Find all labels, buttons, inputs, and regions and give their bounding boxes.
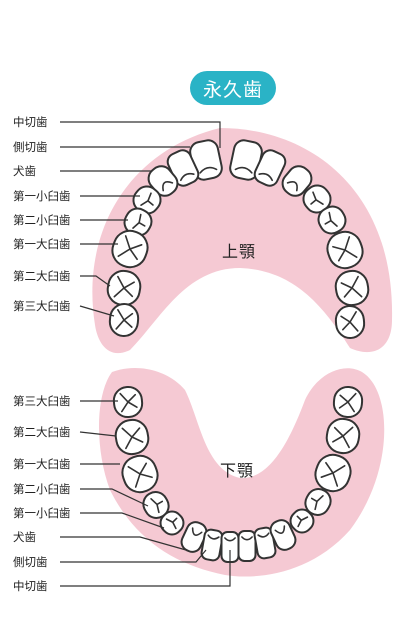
lower-tooth-canine-2 <box>269 519 297 551</box>
lower-tooth-second-molar-1 <box>114 418 150 456</box>
lower-label-first-premolar: 第一小臼歯 <box>13 506 71 520</box>
upper-label-second-premolar: 第二小臼歯 <box>13 213 71 227</box>
upper-tooth-first-molar-1 <box>111 229 149 269</box>
title-badge: 永久歯 <box>190 71 276 105</box>
leader-line-10 <box>79 431 117 437</box>
upper-tooth-second-molar-2 <box>334 269 370 307</box>
upper-jaw-label: 上顎 <box>222 242 257 261</box>
lower-tooth-second-molar-2 <box>325 417 361 455</box>
upper-label-first-molar: 第一大臼歯 <box>13 237 71 251</box>
lower-tooth-lateral-incisor-1 <box>200 528 224 562</box>
lower-tooth-third-molar-2 <box>332 385 364 419</box>
leader-line-12 <box>80 488 149 507</box>
leader-line-15 <box>60 549 207 563</box>
lower-tooth-second-premolar-2 <box>304 488 332 516</box>
lower-label-canine: 犬歯 <box>13 530 36 544</box>
lower-label-second-molar: 第二大臼歯 <box>13 425 71 439</box>
leader-line-1 <box>60 121 221 148</box>
lower-tooth-first-molar-2 <box>314 453 352 493</box>
leader-line-13 <box>80 512 165 529</box>
upper-label-central-incisor: 中切歯 <box>13 115 48 129</box>
lower-tooth-first-molar-1 <box>121 454 159 494</box>
upper-label-second-molar: 第二大臼歯 <box>13 269 71 283</box>
upper-label-lateral-incisor: 側切歯 <box>13 140 48 154</box>
upper-tooth-second-premolar-2 <box>317 205 347 235</box>
lower-label-third-molar: 第三大臼歯 <box>13 394 71 408</box>
leader-line-7 <box>80 275 111 287</box>
lower-tooth-lateral-incisor-2 <box>253 526 277 560</box>
lower-label-central-incisor: 中切歯 <box>13 579 48 593</box>
title-text: 永久歯 <box>202 78 263 101</box>
upper-tooth-canine-2 <box>281 165 313 197</box>
leader-lines <box>60 121 231 587</box>
upper-label-first-premolar: 第一小臼歯 <box>13 189 71 203</box>
lower-tooth-first-premolar-1 <box>159 510 185 536</box>
upper-tooth-third-molar-2 <box>334 305 366 339</box>
lower-label-second-premolar: 第二小臼歯 <box>13 482 71 496</box>
upper-tooth-first-molar-2 <box>326 230 364 270</box>
lower-tooth-central-incisor-2 <box>237 530 257 562</box>
teeth-group <box>106 139 370 563</box>
upper-tooth-lateral-incisor-2 <box>253 149 287 187</box>
leader-line-14 <box>60 536 187 551</box>
upper-label-canine: 犬歯 <box>13 164 36 178</box>
lower-jaw-label: 下顎 <box>220 461 255 480</box>
lower-label-lateral-incisor: 側切歯 <box>13 555 48 569</box>
lower-tooth-third-molar-1 <box>112 385 144 419</box>
lower-label-first-molar: 第一大臼歯 <box>13 457 71 471</box>
upper-tooth-third-molar-1 <box>108 303 140 337</box>
upper-label-third-molar: 第三大臼歯 <box>13 299 71 313</box>
leader-line-16 <box>60 550 231 587</box>
leader-line-8 <box>79 305 115 317</box>
